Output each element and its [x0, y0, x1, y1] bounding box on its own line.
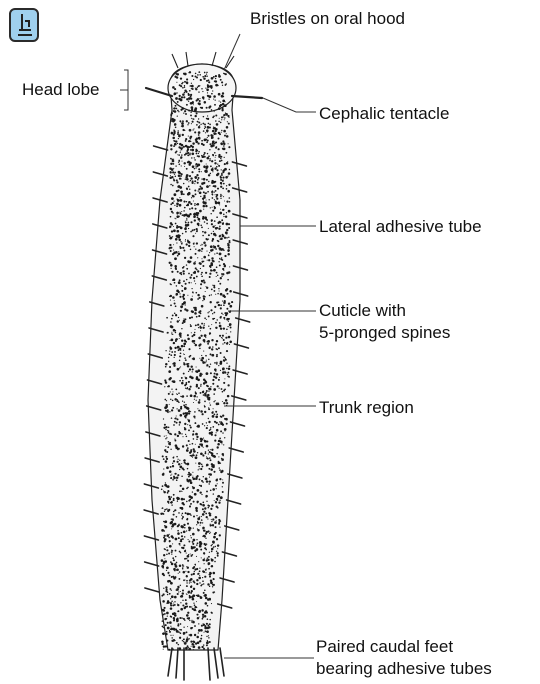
lateral-tube-right [227, 500, 241, 504]
lateral-tube-label: Lateral adhesive tube [319, 216, 482, 237]
lateral-tube-left [145, 588, 159, 592]
caudal-foot-tube [208, 648, 210, 680]
cephalic-tentacle-right [232, 96, 262, 98]
caudal-label-line1: Paired caudal feet [316, 636, 453, 657]
caudal-label-line2: bearing adhesive tubes [316, 658, 492, 679]
oral-bristle [186, 52, 188, 66]
cuticle-label-line2: 5-pronged spines [319, 322, 450, 343]
cuticle-label-line1: Cuticle with [319, 300, 406, 321]
cephalic-tentacle-label: Cephalic tentacle [319, 103, 449, 124]
caudal-foot-tube [168, 648, 172, 676]
head-lobe-label: Head lobe [22, 79, 100, 100]
caudal-foot-tube [176, 648, 178, 678]
bristles-label: Bristles on oral hood [250, 8, 405, 29]
oral-bristle [212, 52, 216, 66]
leader-tentacle [263, 98, 316, 112]
body-outline [148, 64, 240, 650]
leader-bristles [224, 34, 240, 70]
oral-bristle [172, 54, 178, 68]
worm-body [144, 52, 262, 680]
caudal-foot-tube [214, 648, 218, 678]
lateral-tube-left [154, 146, 168, 150]
head-lobe-bracket [120, 70, 128, 110]
trunk-label: Trunk region [319, 397, 414, 418]
caudal-foot-tube [220, 648, 224, 676]
